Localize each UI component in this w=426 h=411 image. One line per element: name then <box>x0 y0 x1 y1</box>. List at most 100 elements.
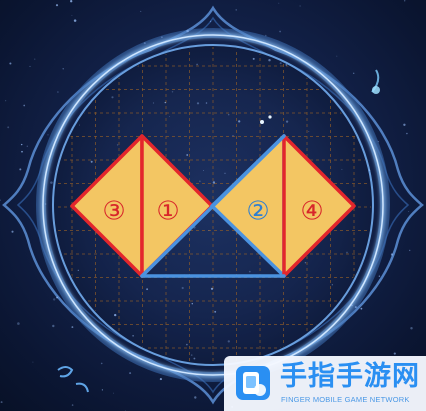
star-dot <box>129 372 132 375</box>
star-dot <box>73 19 77 22</box>
star-dot <box>341 168 343 170</box>
star-dot <box>7 126 10 129</box>
star-dot <box>331 284 333 286</box>
watermark-logo-icon <box>236 366 270 400</box>
star-dot <box>26 145 28 147</box>
puzzle-pieces: ③ ① ② ④ <box>70 134 356 278</box>
site-watermark: 手指手游网 FINGER MOBILE GAME NETWORK <box>224 356 426 411</box>
star-dot <box>21 150 23 153</box>
star-dot <box>408 210 410 212</box>
star-dot <box>152 102 155 104</box>
star-dot <box>214 310 217 313</box>
star-dot <box>17 322 20 325</box>
star-dot <box>0 401 3 404</box>
star-dot <box>403 123 406 126</box>
star-dot <box>171 90 174 93</box>
star-dot <box>53 298 56 301</box>
star-dot <box>181 286 184 290</box>
star-dot <box>390 253 394 256</box>
star-dot <box>100 362 103 365</box>
star-dot <box>268 58 271 62</box>
star-dot <box>164 101 166 104</box>
star-dot <box>368 169 371 171</box>
star-dot <box>194 396 197 399</box>
star-dot <box>190 354 193 356</box>
star-dot <box>9 62 12 65</box>
star-dot <box>20 143 23 146</box>
star-dot <box>265 34 267 37</box>
star-dot <box>32 361 34 363</box>
star-dot <box>42 185 46 188</box>
star-dot <box>186 343 188 346</box>
star-dot <box>71 326 74 329</box>
star-dot <box>248 270 251 273</box>
piece-3-label: ③ <box>102 197 125 227</box>
star-dot <box>140 10 142 12</box>
star-dot <box>191 303 193 305</box>
star-dot <box>346 251 348 254</box>
star-dot <box>19 168 22 171</box>
star-dot <box>186 154 189 156</box>
star-dot <box>212 181 216 184</box>
star-dot <box>159 378 162 381</box>
star-dot <box>360 307 363 310</box>
star-dot <box>406 132 408 135</box>
star-dot <box>205 102 208 104</box>
star-dot <box>285 120 289 123</box>
star-dot <box>263 40 265 42</box>
star-dot <box>209 20 212 23</box>
star-dot <box>235 9 237 11</box>
star-dot <box>224 172 226 174</box>
star-dot <box>77 269 79 271</box>
star-dot <box>71 14 73 16</box>
star-dot <box>285 64 288 66</box>
star-dot <box>57 91 59 93</box>
star-dot <box>196 63 198 66</box>
star-dot <box>409 249 411 252</box>
star-dot <box>62 68 64 70</box>
star-dot <box>143 42 146 45</box>
star-dot <box>196 102 200 105</box>
star-dot <box>146 288 149 291</box>
star-dot <box>252 57 255 60</box>
star-dot <box>34 58 36 60</box>
star-dot <box>203 169 205 171</box>
star-dot <box>351 304 353 307</box>
star-dot <box>279 30 281 33</box>
star-dot <box>404 0 406 2</box>
sparkle-decoration <box>57 69 380 393</box>
star-dot <box>71 404 74 406</box>
star-dot <box>29 65 31 67</box>
star-dot <box>232 135 234 137</box>
star-dot <box>380 233 382 235</box>
star-dot <box>90 160 93 163</box>
star-dot <box>378 275 381 277</box>
star-dot <box>44 203 47 205</box>
star-dot <box>352 72 355 75</box>
star-dot <box>393 352 396 355</box>
puzzle-piece-4[interactable]: ④ <box>282 134 356 278</box>
star-dot <box>116 144 119 146</box>
star-dot <box>23 104 26 107</box>
star-dot <box>101 389 104 391</box>
star-dot <box>299 5 301 7</box>
star-dot <box>278 2 280 4</box>
star-dot <box>114 313 117 317</box>
star-dot <box>70 0 73 3</box>
star-dot <box>55 4 59 7</box>
star-dot <box>111 96 114 99</box>
star-dot <box>161 36 163 39</box>
star-dot <box>169 116 170 117</box>
watermark-subtitle: FINGER MOBILE GAME NETWORK <box>281 395 410 404</box>
star-dot <box>308 131 310 132</box>
star-dot <box>78 124 80 126</box>
star-dot <box>52 324 55 328</box>
star-dot <box>193 357 196 360</box>
piece-2-label: ② <box>246 197 269 227</box>
star-dot <box>238 120 241 123</box>
watermark-title: 手指手游网 <box>280 361 420 392</box>
star-dot <box>410 327 413 330</box>
star-dot <box>113 392 115 394</box>
star-dot <box>11 230 14 233</box>
star-dot <box>199 180 201 182</box>
